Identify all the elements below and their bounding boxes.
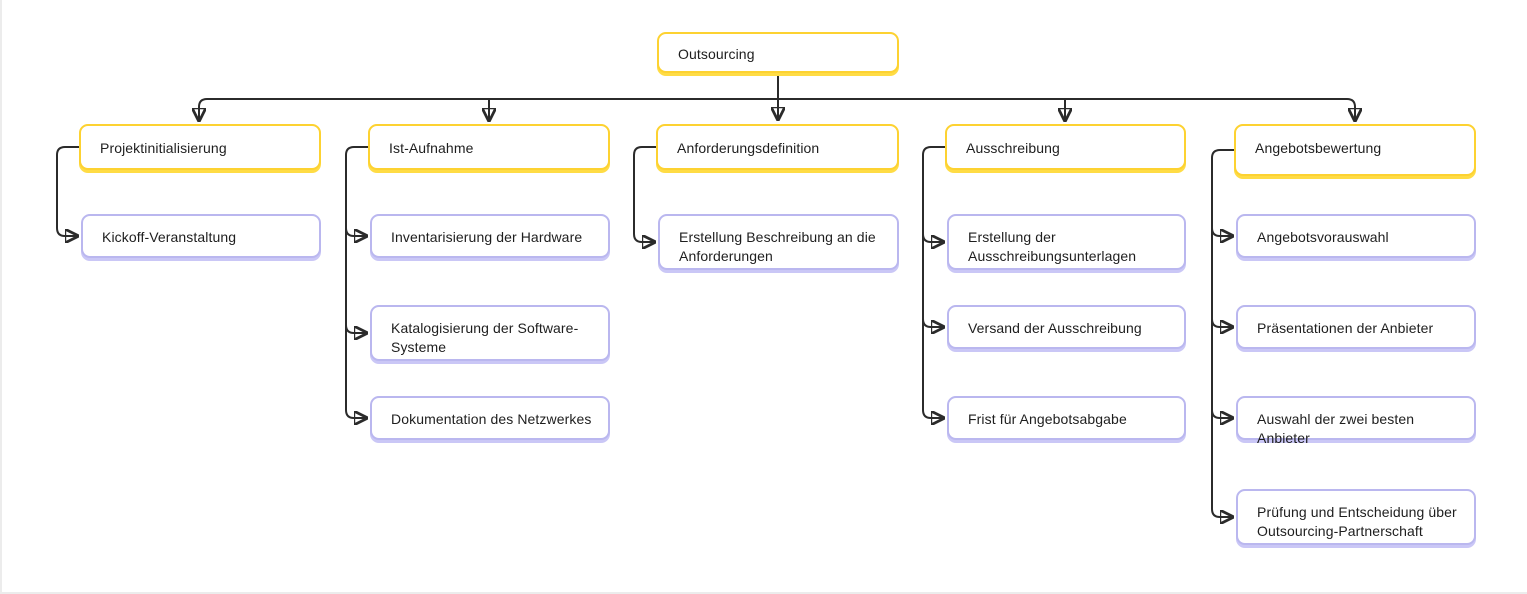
node-label: Ausschreibung	[966, 140, 1060, 156]
node-label: Angebotsvorauswahl	[1257, 229, 1389, 245]
node-label: Katalogisierung der Software-Systeme	[391, 320, 579, 355]
wbs-task-pruefung-entscheidung[interactable]: Prüfung und Entscheidung über Outsourcin…	[1236, 489, 1476, 545]
wbs-task-frist-angebotsabgabe[interactable]: Frist für Angebotsabgabe	[947, 396, 1186, 440]
wbs-task-katalogisierung-software[interactable]: Katalogisierung der Software-Systeme	[370, 305, 610, 361]
connector-branch3-child1	[922, 318, 942, 327]
connector-branch1-child2	[345, 146, 368, 418]
wbs-task-erstellung-ausschreibungsunterlagen[interactable]: Erstellung der Ausschreibungsunterlagen	[947, 214, 1186, 270]
node-label: Prüfung und Entscheidung über Outsourcin…	[1257, 504, 1457, 539]
node-label: Versand der Ausschreibung	[968, 320, 1142, 336]
node-label: Inventarisierung der Hardware	[391, 229, 583, 245]
connector-branch3-child2	[922, 146, 945, 418]
node-label: Auswahl der zwei besten Anbieter	[1257, 411, 1415, 446]
wbs-task-praesentationen-anbieter[interactable]: Präsentationen der Anbieter	[1236, 305, 1476, 349]
node-label: Projektinitialisierung	[100, 140, 227, 156]
node-label: Dokumentation des Netzwerkes	[391, 411, 592, 427]
wbs-node-root[interactable]: Outsourcing	[657, 32, 899, 73]
wbs-task-versand-ausschreibung[interactable]: Versand der Ausschreibung	[947, 305, 1186, 349]
node-label: Ist-Aufnahme	[389, 140, 474, 156]
node-label: Anforderungsdefinition	[677, 140, 820, 156]
wbs-branch-ist-aufnahme[interactable]: Ist-Aufnahme	[368, 124, 610, 170]
wbs-task-dokumentation-netzwerk[interactable]: Dokumentation des Netzwerkes	[370, 396, 610, 440]
wbs-task-erstellung-beschreibung[interactable]: Erstellung Beschreibung an die Anforderu…	[658, 214, 899, 270]
connector-branch4-child3	[1211, 149, 1234, 517]
wbs-branch-anforderungsdefinition[interactable]: Anforderungsdefinition	[656, 124, 899, 170]
node-label: Outsourcing	[678, 46, 755, 62]
wbs-task-angebotsvorauswahl[interactable]: Angebotsvorauswahl	[1236, 214, 1476, 258]
node-label: Präsentationen der Anbieter	[1257, 320, 1434, 336]
connector-branch4-child1	[1211, 318, 1231, 327]
wbs-branch-angebotsbewertung[interactable]: Angebotsbewertung	[1234, 124, 1476, 176]
connector-branch1-child0	[345, 227, 365, 236]
connector-branch2-child0	[633, 146, 656, 242]
wbs-branch-ausschreibung[interactable]: Ausschreibung	[945, 124, 1186, 170]
connector-branch1-child1	[345, 324, 365, 333]
node-label: Frist für Angebotsabgabe	[968, 411, 1127, 427]
node-label: Angebotsbewertung	[1255, 140, 1382, 156]
connector-drop-branch-0	[199, 98, 208, 119]
connector-drop-branch-4	[1346, 98, 1355, 119]
node-label: Erstellung Beschreibung an die Anforderu…	[679, 229, 876, 264]
wbs-branch-projektinitialisierung[interactable]: Projektinitialisierung	[79, 124, 321, 170]
wbs-task-inventarisierung-hardware[interactable]: Inventarisierung der Hardware	[370, 214, 610, 258]
connector-branch4-child2	[1211, 409, 1231, 418]
connector-branch3-child0	[922, 233, 942, 242]
node-label: Erstellung der Ausschreibungsunterlagen	[968, 229, 1137, 264]
wbs-task-auswahl-beste-anbieter[interactable]: Auswahl der zwei besten Anbieter	[1236, 396, 1476, 446]
node-label: Kickoff-Veranstaltung	[102, 229, 237, 245]
wbs-task-kickoff-veranstaltung[interactable]: Kickoff-Veranstaltung	[81, 214, 321, 258]
connector-branch0-child0	[56, 146, 79, 236]
connector-branch4-child0	[1211, 227, 1231, 236]
